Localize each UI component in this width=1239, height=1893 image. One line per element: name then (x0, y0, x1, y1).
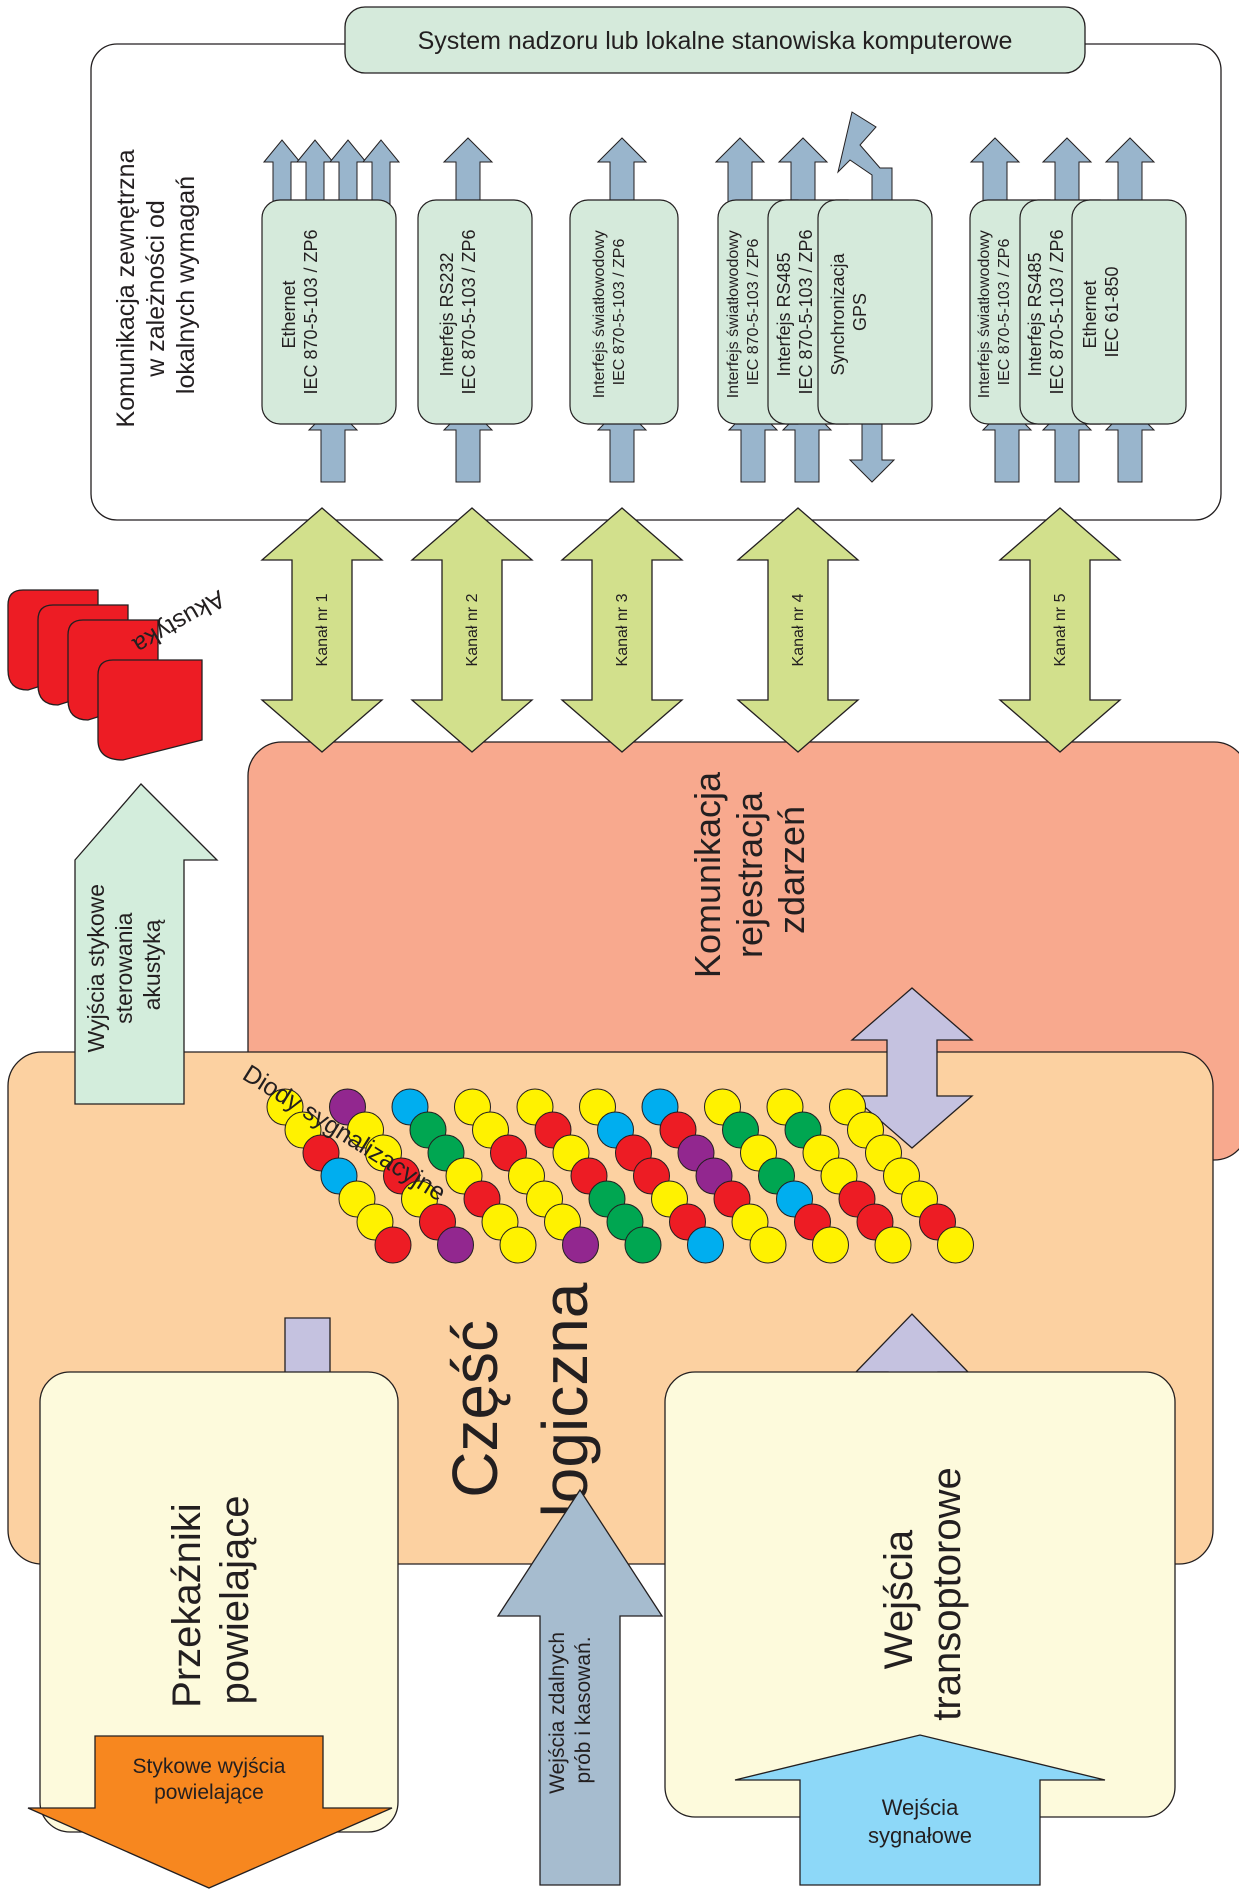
svg-text:Interfejs światłowodowy: Interfejs światłowodowy IEC 870-5-103 / … (725, 226, 762, 399)
up-arrow-icon (361, 139, 401, 209)
led-indicator (437, 1226, 474, 1264)
led-indicator (687, 1226, 724, 1264)
transoptor-label: Wejścia transoptorowe (877, 1467, 969, 1720)
top-title: System nadzoru lub lokalne stanowiska ko… (418, 27, 1013, 55)
svg-text:Interfejs RS485 IEC 870-: Interfejs RS485 IEC 870-5-103 / ZP6 (774, 229, 816, 394)
acoustic-output-arrow (74, 783, 219, 1105)
channel-5-label: Kanał nr 5 (1052, 593, 1069, 666)
led-indicator (499, 1226, 537, 1264)
signal-inputs-arrow (734, 1734, 1106, 1886)
up-arrow-icon (777, 137, 829, 209)
external-comm-label: Komunikacja zewnętrzna w zależności od l… (112, 143, 200, 428)
svg-text:Interfejs światłowodowy: Interfejs światłowodowy IEC 870-5-103 / … (591, 226, 628, 399)
led-indicator (812, 1226, 849, 1264)
up-arrow-icon (328, 139, 368, 209)
channel-2-arrow (410, 507, 534, 753)
led-indicator (624, 1226, 662, 1264)
led-indicator (874, 1226, 912, 1264)
module-gps: Synchronizacja GPS (817, 199, 933, 425)
channel-1-arrow (260, 507, 384, 753)
signal-inputs-label-2: sygnałowe (868, 1823, 972, 1848)
svg-text:Ethernet IEC 870-5-103 /: Ethernet IEC 870-5-103 / ZP6 (279, 229, 321, 394)
channel-3-label: Kanał nr 3 (614, 593, 631, 666)
up-arrow-icon (969, 137, 1021, 209)
event-comm-label: Komunikacja rejestracja zdarzeń (687, 762, 812, 978)
acoustic-shapes (7, 589, 203, 761)
contact-outputs-label-2: powielające (154, 1781, 264, 1804)
led-indicator (562, 1226, 599, 1264)
channel-4-arrow (736, 507, 860, 753)
signal-leds (266, 1088, 974, 1264)
up-arrow-icon (262, 139, 302, 209)
channel-2-label: Kanał nr 2 (464, 593, 481, 666)
module-fiber-3: Interfejs światłowodowy IEC 870-5-103 / … (569, 199, 679, 425)
module-arrows (262, 111, 1156, 483)
svg-text:Interfejs RS232 IEC 870-: Interfejs RS232 IEC 870-5-103 / ZP6 (437, 229, 479, 394)
led-indicator (937, 1226, 974, 1264)
up-arrow-icon (442, 137, 494, 209)
down-arrow-icon (848, 419, 896, 483)
led-indicator (749, 1226, 787, 1264)
acoustic-output-label: Wyjścia stykowe sterowania akustyką (83, 878, 165, 1053)
contact-outputs-label-1: Stykowe wyjścia (133, 1755, 286, 1778)
logic-event-arrow (850, 987, 974, 1149)
module-rs232: Interfejs RS232 IEC 870-5-103 / ZP6 (417, 199, 533, 425)
contact-outputs-arrow (27, 1735, 393, 1889)
remote-inputs-arrow (496, 1488, 664, 1886)
svg-text:Interfejs światłowodowy: Interfejs światłowodowy IEC 870-5-103 / … (976, 226, 1013, 399)
svg-text:Synchronizacja GPS: Synchronizacja GPS (828, 248, 870, 375)
up-arrow-icon (1104, 137, 1156, 209)
channel-4-label: Kanał nr 4 (790, 593, 807, 666)
remote-inputs-label: Wejścia zdalnych prób i kasowań. (546, 1626, 595, 1794)
up-arrow-icon (295, 139, 335, 209)
signal-inputs-label-1: Wejścia (882, 1795, 959, 1820)
up-arrow-icon (596, 137, 648, 209)
channel-5-arrow (998, 507, 1122, 753)
up-arrow-icon (1041, 137, 1093, 209)
module-ethernet-5: Ethernet IEC 61-850 (1071, 199, 1187, 425)
logic-label: Część logiczna (439, 1282, 601, 1517)
led-indicator (374, 1226, 412, 1264)
svg-text:Interfejs RS485 IEC 870-: Interfejs RS485 IEC 870-5-103 / ZP6 (1025, 229, 1067, 394)
top-title-box (344, 6, 1086, 74)
channel-3-arrow (560, 507, 684, 753)
channel-1-label: Kanał nr 1 (314, 593, 331, 666)
channel-arrows (260, 507, 1122, 753)
module-ethernet-1: Ethernet IEC 870-5-103 / ZP6 (261, 199, 397, 425)
svg-text:Ethernet IEC 61-850: Ethernet IEC 61-850 (1080, 266, 1122, 357)
relays-label: Przekaźniki powielające (165, 1492, 257, 1708)
up-arrow-icon (714, 137, 766, 209)
